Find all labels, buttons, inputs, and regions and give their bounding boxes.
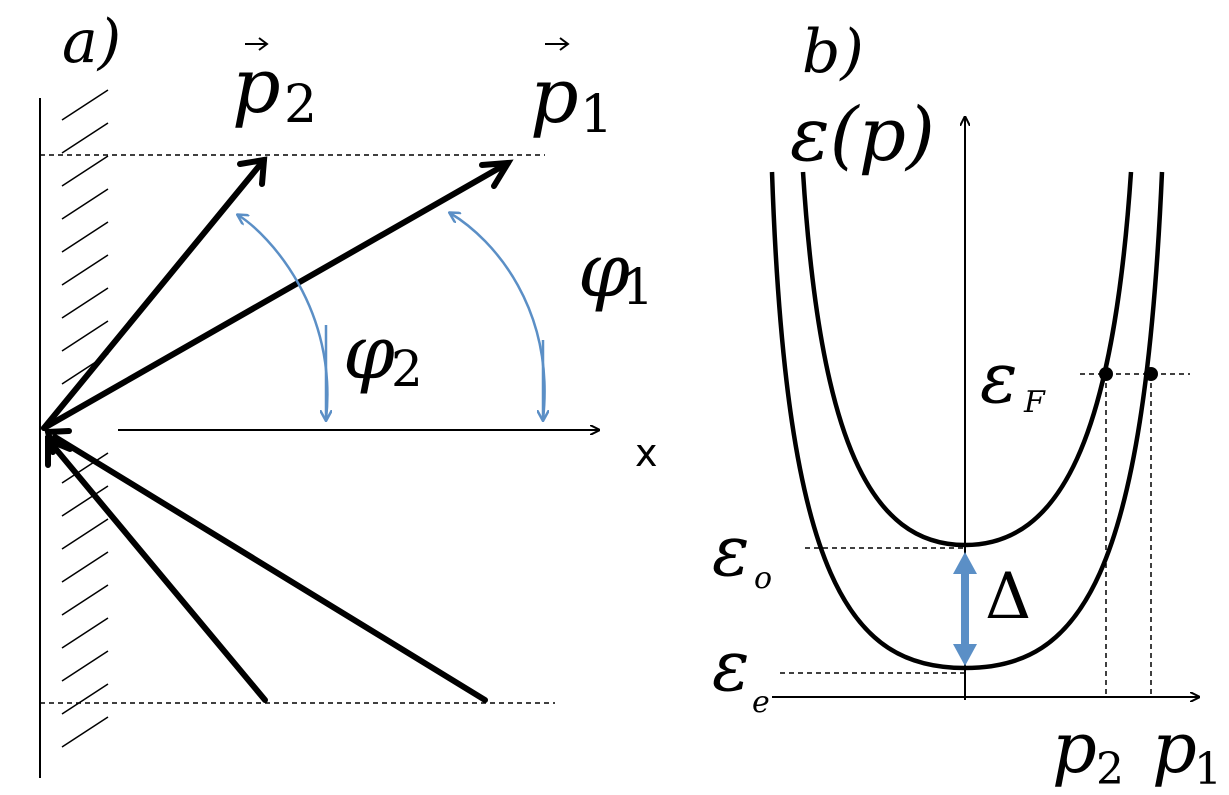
- hatch-mark: [61, 320, 109, 352]
- vector-p2-head: [237, 156, 268, 187]
- hatch-mark: [61, 551, 109, 583]
- vector-p1-subscript: 1: [580, 85, 613, 145]
- eps-F-subscript: F: [1023, 385, 1046, 420]
- panel-b-label: b): [802, 17, 864, 87]
- hatch-mark: [61, 485, 109, 517]
- hatch-mark: [61, 716, 109, 748]
- wall-hatching: [61, 89, 109, 748]
- eps-F-letter: ε: [980, 337, 1018, 419]
- gap-arrow-head-down: [953, 644, 977, 666]
- vector-p2-subscript: 2: [284, 75, 317, 135]
- hatch-mark: [61, 122, 109, 154]
- angle-phi1-label: φ 1: [578, 228, 654, 316]
- hatch-mark: [61, 188, 109, 220]
- hatch-mark: [61, 518, 109, 550]
- vector-p2-label: p 2: [232, 37, 317, 135]
- vector-p1-head: [479, 159, 514, 189]
- hatch-mark: [61, 683, 109, 715]
- panel-b: b) ε(p) ε F ε o ε e Δ p 2 p 1: [712, 17, 1222, 795]
- eps-e-label: ε e: [712, 625, 770, 720]
- angle-phi2-label: φ 2: [343, 310, 423, 398]
- hatch-mark: [61, 155, 109, 187]
- angle-arc-phi1: [450, 213, 546, 421]
- p1-letter: p: [1152, 707, 1197, 789]
- eps-F-label: ε F: [980, 337, 1046, 420]
- panel-a-label: a): [62, 7, 121, 77]
- energy-axis-label: ε(p): [790, 92, 935, 178]
- angle-phi1-subscript: 1: [622, 258, 654, 316]
- vector-p1-overarrow-head: [559, 37, 570, 51]
- hatch-mark: [61, 650, 109, 682]
- hatch-mark: [61, 287, 109, 319]
- p1-label: p 1: [1152, 707, 1222, 795]
- inner-band-curve: [800, 171, 1134, 548]
- panel-a: x a) p 2 p 1 φ 1: [39, 7, 658, 778]
- incoming-vector-1-head: [44, 428, 72, 455]
- vector-p2: [41, 157, 267, 431]
- gap-label: Δ: [985, 560, 1031, 634]
- p2-letter: p: [1052, 707, 1097, 789]
- angle-phi2-letter: φ: [343, 310, 395, 396]
- x-axis-label: x: [635, 431, 658, 475]
- hatch-mark: [61, 452, 109, 484]
- outer-band-curve: [769, 171, 1165, 671]
- incoming-vector-2: [52, 445, 268, 703]
- fermi-point-p2: [1099, 367, 1113, 381]
- hatch-mark: [61, 584, 109, 616]
- hatch-mark: [61, 254, 109, 286]
- angle-phi1-letter: φ: [578, 228, 630, 314]
- hatch-mark: [61, 221, 109, 253]
- gap-arrow-head-up: [953, 552, 977, 574]
- vector-p1-label: p 1: [530, 37, 613, 145]
- p2-subscript: 2: [1096, 744, 1124, 795]
- vector-p2-letter: p: [232, 41, 281, 130]
- eps-o-subscript: o: [754, 561, 772, 596]
- eps-e-subscript: e: [752, 685, 770, 720]
- fermi-point-p1: [1144, 367, 1158, 381]
- eps-e-letter: ε: [712, 625, 750, 707]
- angle-arc-phi2: [238, 215, 329, 421]
- eps-o-letter: ε: [712, 510, 750, 592]
- eps-o-label: ε o: [712, 510, 772, 596]
- p2-label: p 2: [1052, 707, 1124, 795]
- vector-p2-overarrow-head: [258, 37, 269, 51]
- incoming-vector-1: [52, 434, 488, 703]
- hatch-mark: [61, 89, 109, 121]
- vector-p1: [41, 160, 511, 431]
- p1-subscript: 1: [1194, 744, 1222, 795]
- vector-p1-letter: p: [530, 51, 579, 140]
- angle-phi2-subscript: 2: [391, 340, 423, 398]
- hatch-mark: [61, 617, 109, 649]
